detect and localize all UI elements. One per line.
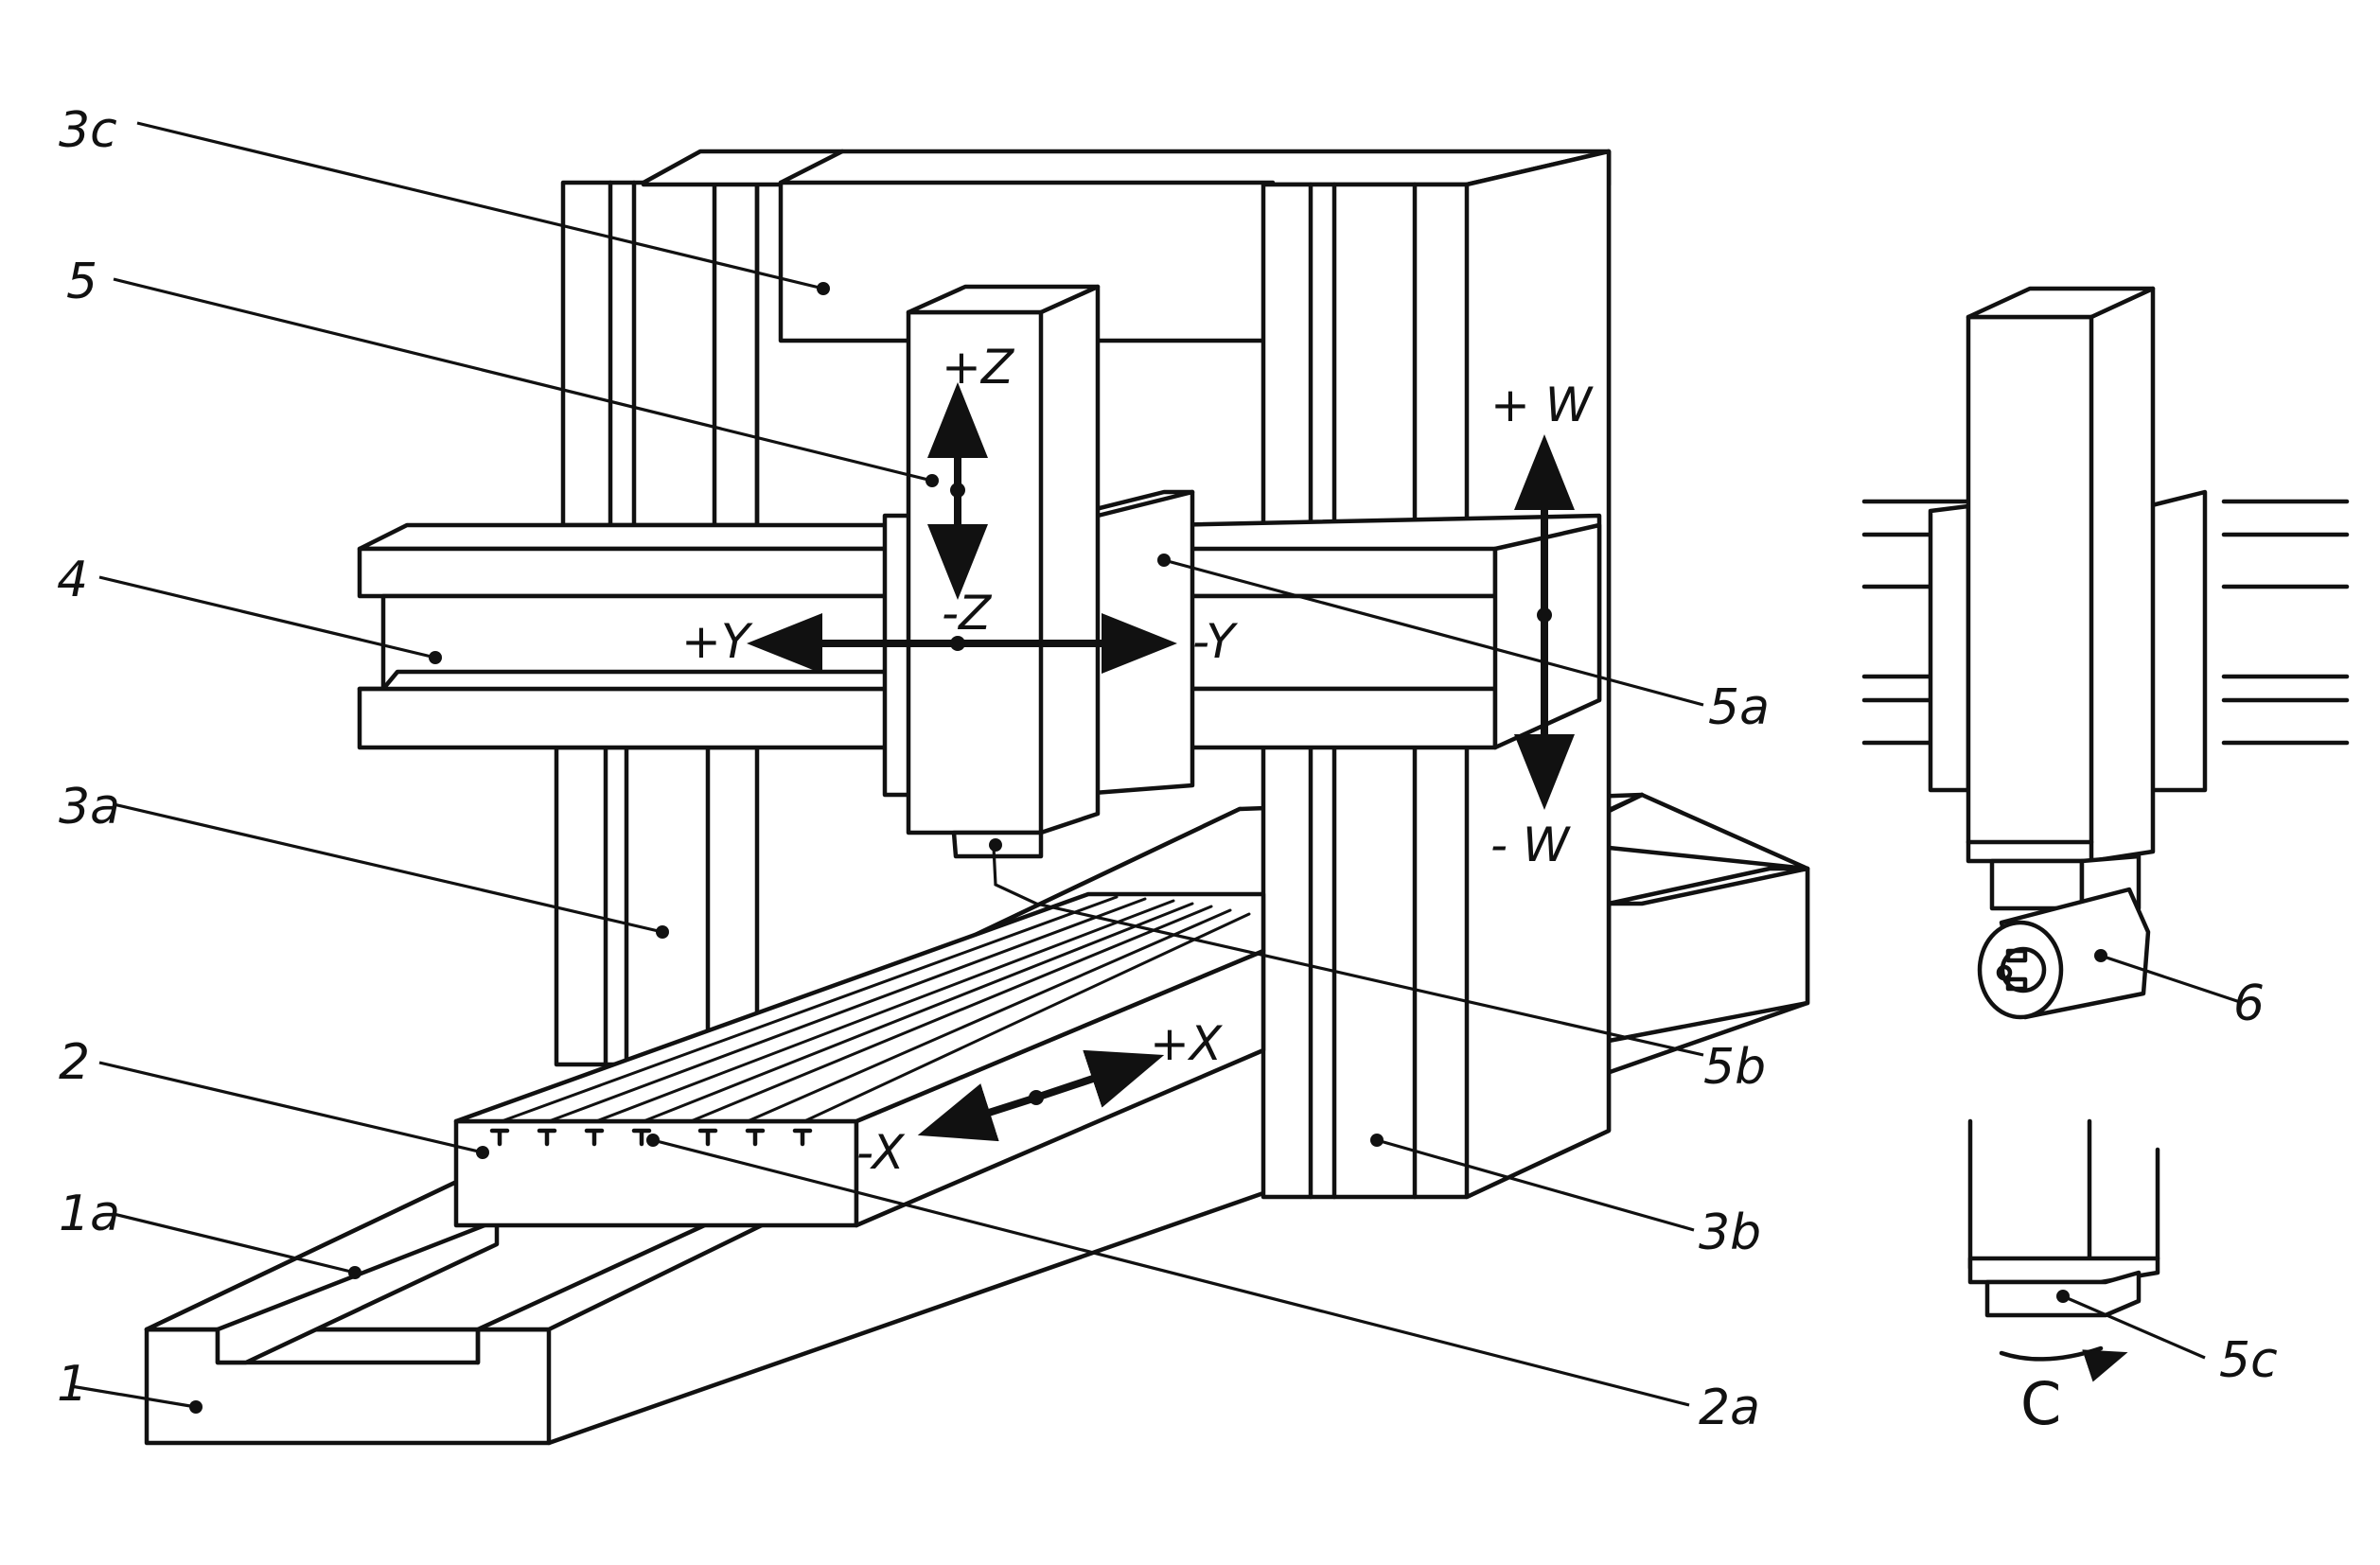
axis-label-minus-y: -Y — [1192, 614, 1238, 669]
label-3b: 3b — [1699, 1205, 1761, 1261]
label-4: 4 — [57, 552, 88, 608]
leader-lines — [70, 121, 2244, 1414]
t-slots — [489, 1128, 813, 1147]
label-3a: 3a — [59, 779, 120, 835]
label-1: 1 — [57, 1356, 88, 1413]
label-6: 6 — [2233, 976, 2265, 1032]
left-column — [554, 180, 760, 1067]
label-5a: 5a — [1708, 679, 1770, 736]
axis-arrows — [747, 382, 2128, 1382]
x-axis-arrow — [1034, 1049, 1165, 1108]
c-rotation-arrow — [2082, 1349, 2128, 1382]
label-5b: 5b — [1703, 1039, 1766, 1096]
axis-label-minus-w: - W — [1490, 818, 1571, 872]
label-5c: 5c — [2219, 1332, 2278, 1389]
crossrail — [357, 522, 911, 750]
axis-label-c: C — [2020, 1369, 2061, 1438]
axis-label-minus-z: -Z — [942, 586, 993, 641]
label-2: 2 — [59, 1034, 90, 1091]
axis-label-plus-y: +Y — [681, 614, 753, 669]
label-2a: 2a — [1699, 1380, 1760, 1436]
axis-label-minus-x: -X — [856, 1125, 906, 1180]
axis-labels: +Z -Z +Y -Y + W - W +X -X C — [681, 340, 2061, 1438]
axis-label-plus-z: +Z — [942, 340, 1015, 395]
label-3c: 3c — [59, 102, 117, 159]
label-5: 5 — [66, 254, 97, 310]
reference-labels: 3c 5 4 3a 2 1a 1 5a 5b 3b 2a 6 5c — [57, 102, 2278, 1436]
side-view-angle-head — [1861, 286, 2350, 1020]
axis-label-plus-x: +X — [1150, 1016, 1224, 1071]
side-view-rotary-head — [1967, 1118, 2160, 1362]
axis-label-plus-w: + W — [1490, 378, 1594, 432]
label-1a: 1a — [59, 1186, 120, 1242]
